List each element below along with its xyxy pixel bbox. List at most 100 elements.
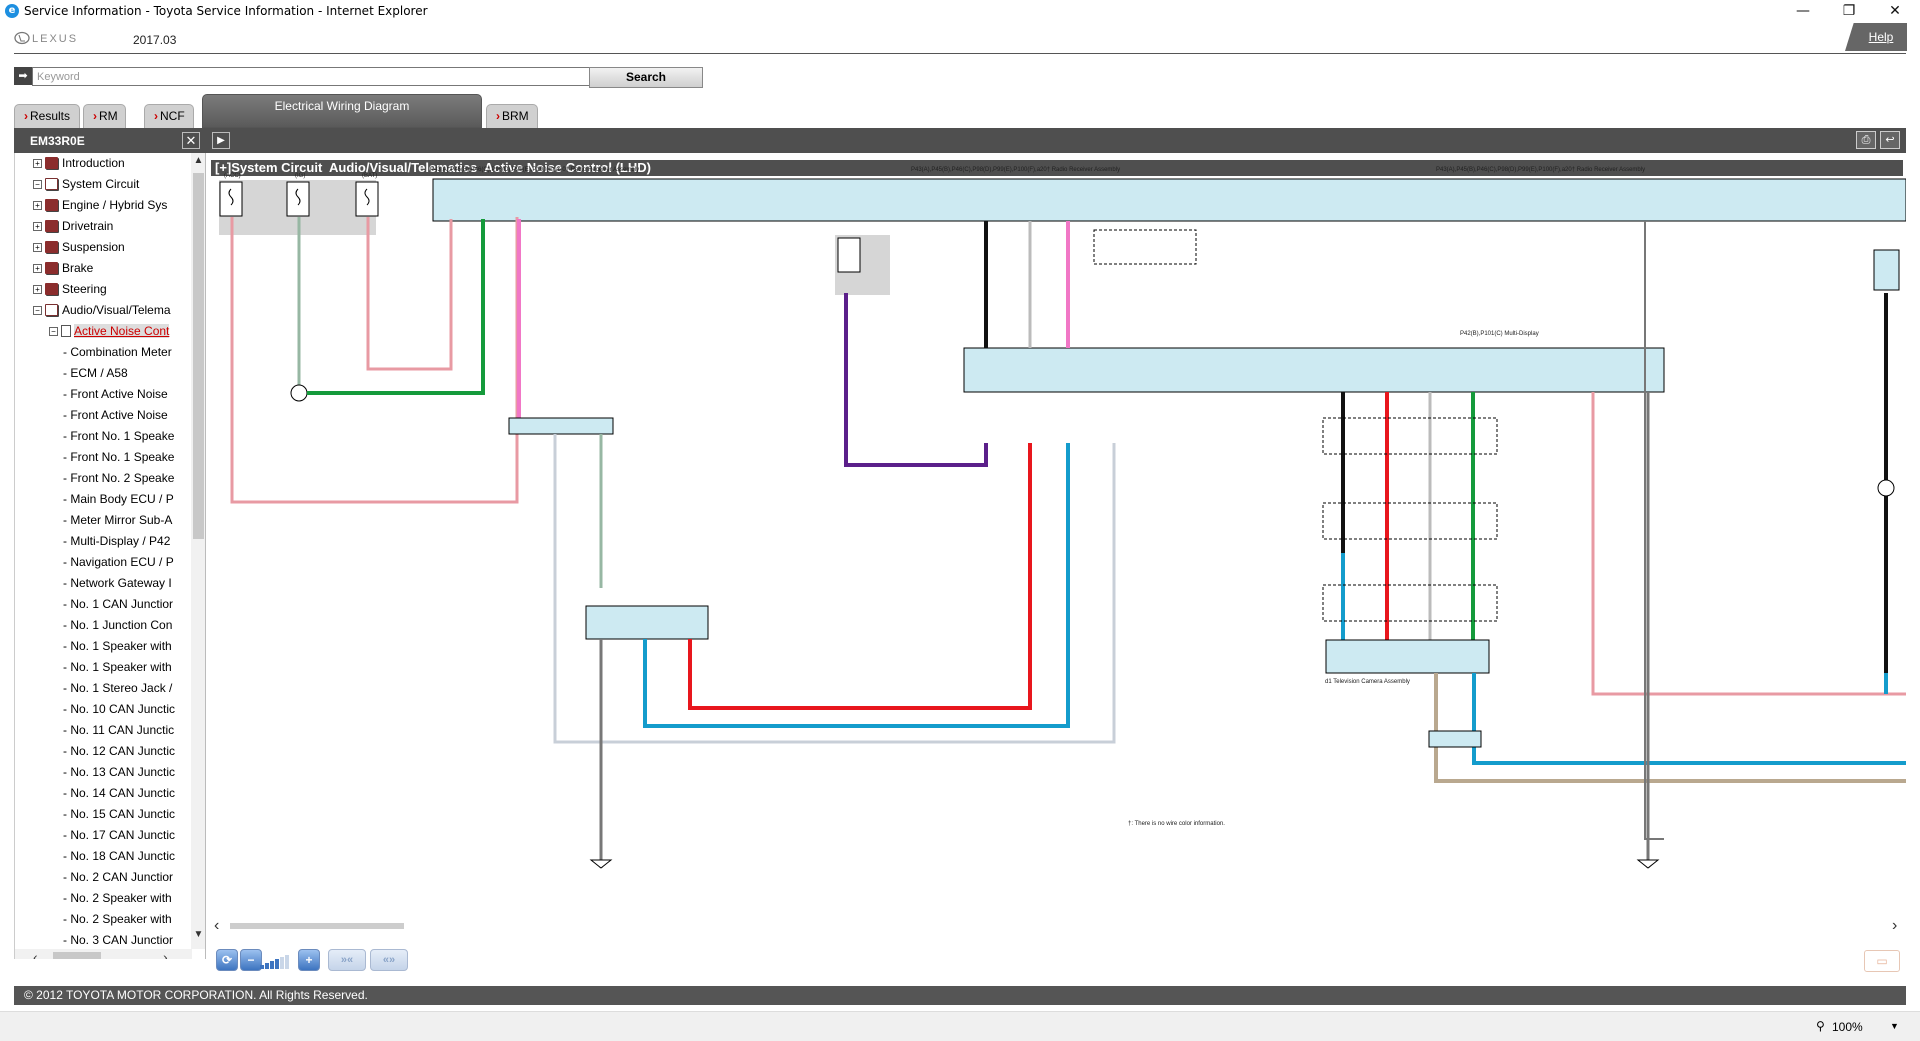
tree-item[interactable]: - Multi-Display / P42 xyxy=(63,531,170,551)
tree-item[interactable]: +Steering xyxy=(33,279,107,299)
expand-icon[interactable]: + xyxy=(33,159,42,168)
tree-item[interactable]: - No. 2 Speaker with xyxy=(63,888,172,908)
zoom-in-button[interactable]: + xyxy=(298,949,320,971)
tab-electrical-wiring-diagram[interactable]: Electrical Wiring Diagram xyxy=(202,94,482,128)
tree-item[interactable]: - No. 2 CAN Junctior xyxy=(63,867,173,887)
refresh-button[interactable]: ⟳ xyxy=(216,949,238,971)
tree-item[interactable]: - Combination Meter xyxy=(63,342,172,362)
tree-item[interactable]: - No. 17 CAN Junctic xyxy=(63,825,175,845)
zoom-out-button[interactable]: − xyxy=(240,949,262,971)
scroll-up-icon[interactable]: ▲ xyxy=(193,155,204,166)
tree-item[interactable]: - No. 3 CAN Junctior xyxy=(63,930,173,950)
tree-item[interactable]: - Network Gateway I xyxy=(63,573,172,593)
zoom-toolbar: ⟳ − + »« «» ▭ xyxy=(208,946,1906,976)
scroll-thumb[interactable] xyxy=(230,923,404,929)
book-icon xyxy=(45,304,58,316)
svg-text:d1 Television Camera Assembly: d1 Television Camera Assembly xyxy=(1325,679,1410,685)
expand-icon[interactable]: + xyxy=(33,243,42,252)
scroll-down-icon[interactable]: ▼ xyxy=(193,929,204,940)
tree-item-label: Active Noise Cont xyxy=(74,324,170,338)
tab-ncf[interactable]: ›NCF xyxy=(144,104,194,128)
search-button[interactable]: Search xyxy=(589,67,703,88)
tab-results[interactable]: ›Results xyxy=(14,104,80,128)
keyword-search-icon[interactable]: ➡ xyxy=(14,67,32,85)
wiring-diagram-canvas[interactable]: (ACC) (IG) (BAT) P43(A),P45(B),P46(C),P9… xyxy=(208,153,1906,929)
tree-item[interactable]: +Drivetrain xyxy=(33,216,113,236)
ground-symbol xyxy=(1636,859,1660,869)
expand-icon[interactable]: + xyxy=(33,264,42,273)
tree-item[interactable]: +Suspension xyxy=(33,237,125,257)
tree-item[interactable]: - Front No. 1 Speake xyxy=(63,426,174,446)
tree-item[interactable]: +Introduction xyxy=(33,153,125,173)
close-window-button[interactable]: ✕ xyxy=(1889,3,1901,19)
restore-button[interactable]: ❐ xyxy=(1842,3,1856,19)
tree-item[interactable]: - No. 11 CAN Junctic xyxy=(63,720,174,740)
zoom-level[interactable]: 100% xyxy=(1832,1020,1863,1034)
tree-item[interactable]: - No. 13 CAN Junctic xyxy=(63,762,175,782)
tree-item[interactable]: - Main Body ECU / P xyxy=(63,489,174,509)
tree-item[interactable]: - Front Active Noise xyxy=(63,405,168,425)
wiring-diagram-panel[interactable]: [+]System Circuit Audio/Visual/Telematic… xyxy=(208,153,1906,929)
app-header: LEXUS 2017.03 Help xyxy=(0,22,1920,54)
chevron-down-icon[interactable]: ▼ xyxy=(1890,1021,1899,1031)
minimize-button[interactable]: — xyxy=(1796,3,1810,19)
magnifier-icon[interactable]: ⚲ xyxy=(1816,1019,1825,1033)
tree-item[interactable]: + Brake xyxy=(33,258,93,278)
scroll-right-icon[interactable]: › xyxy=(1892,917,1898,929)
expand-icon[interactable]: + xyxy=(33,201,42,210)
tree-item-label: - No. 15 CAN Junctic xyxy=(63,807,176,821)
tree-item[interactable]: - No. 1 CAN Junctior xyxy=(63,594,173,614)
scroll-left-icon[interactable]: ‹ xyxy=(33,949,38,959)
shielded-block-3 xyxy=(1322,584,1498,622)
tree-item[interactable]: −System Circuit xyxy=(33,174,139,194)
tab-brm[interactable]: ›BRM xyxy=(486,104,538,128)
tree-horizontal-scrollbar[interactable]: ‹ › xyxy=(15,949,192,959)
ie-logo-icon: e xyxy=(5,4,19,18)
close-tree-button[interactable]: ✕ xyxy=(182,132,200,149)
collapse-icon[interactable]: − xyxy=(49,327,58,336)
navigation-tree: +Introduction−System Circuit+Engine / Hy… xyxy=(14,153,206,959)
scroll-thumb[interactable] xyxy=(193,173,204,539)
tab-rm[interactable]: ›RM xyxy=(83,104,126,128)
scroll-left-icon[interactable]: ‹ xyxy=(214,917,220,929)
expand-panel-button[interactable]: ▶ xyxy=(212,132,230,149)
tree-item[interactable]: - Navigation ECU / P xyxy=(63,552,174,572)
scroll-right-icon[interactable]: › xyxy=(163,949,168,959)
search-input[interactable] xyxy=(32,67,592,86)
tree-item[interactable]: −Audio/Visual/Telema xyxy=(33,300,171,320)
tree-item[interactable]: - Front No. 1 Speake xyxy=(63,447,174,467)
scroll-thumb[interactable] xyxy=(53,952,101,959)
page-forward-button[interactable]: »« xyxy=(328,949,366,971)
comment-icon[interactable]: ▭ xyxy=(1864,950,1900,972)
tree-item-label: - No. 2 CAN Junctior xyxy=(63,870,174,884)
collapse-icon[interactable]: − xyxy=(33,180,42,189)
tree-item[interactable]: - No. 1 Speaker with xyxy=(63,657,172,677)
tree-item[interactable]: - No. 1 Junction Con xyxy=(63,615,172,635)
tree-item[interactable]: − Active Noise Cont xyxy=(49,321,170,341)
diagram-horizontal-scrollbar[interactable]: ‹ › xyxy=(208,917,1906,929)
expand-icon[interactable]: + xyxy=(33,285,42,294)
back-icon[interactable]: ↩ xyxy=(1880,131,1900,149)
tree-item-label: Brake xyxy=(62,261,94,275)
collapse-icon[interactable]: − xyxy=(33,306,42,315)
tree-item[interactable]: - No. 1 Speaker with xyxy=(63,636,172,656)
fuse-radio xyxy=(837,237,861,273)
tree-item[interactable]: - No. 1 Stereo Jack / xyxy=(63,678,172,698)
tree-item[interactable]: - ECM / A58 xyxy=(63,363,128,383)
tree-item[interactable]: - No. 10 CAN Junctic xyxy=(63,699,175,719)
tree-item[interactable]: - Meter Mirror Sub-A xyxy=(63,510,172,530)
help-link[interactable]: Help xyxy=(1845,23,1907,51)
tree-item[interactable]: - No. 2 Speaker with xyxy=(63,909,172,929)
tree-item[interactable]: +Engine / Hybrid Sys xyxy=(33,195,167,215)
tree-item[interactable]: - Front No. 2 Speake xyxy=(63,468,174,488)
print-icon[interactable]: ⎙ xyxy=(1856,131,1876,149)
tree-item[interactable]: - Front Active Noise xyxy=(63,384,168,404)
expand-icon[interactable]: + xyxy=(33,222,42,231)
tree-item[interactable]: - No. 18 CAN Junctic xyxy=(63,846,175,866)
tree-item[interactable]: - No. 14 CAN Junctic xyxy=(63,783,175,803)
page-back-button[interactable]: «» xyxy=(370,949,408,971)
tree-item[interactable]: - No. 12 CAN Junctic xyxy=(63,741,175,761)
tree-vertical-scrollbar[interactable]: ▲ ▼ xyxy=(191,153,205,949)
tree-item[interactable]: - No. 15 CAN Junctic xyxy=(63,804,175,824)
svg-text:P43(A),P45(B),P46(C),P98(D),P9: P43(A),P45(B),P46(C),P98(D),P99(E),P100(… xyxy=(911,167,1120,173)
